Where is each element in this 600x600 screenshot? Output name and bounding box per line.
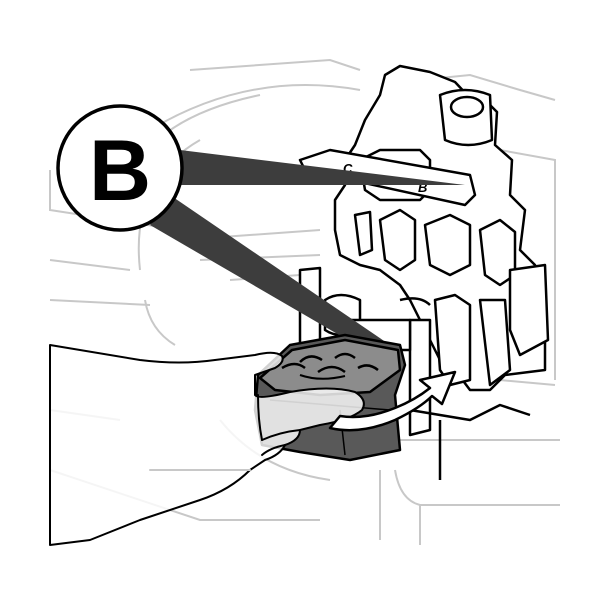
cartridge-holder [298,64,550,480]
holder-label-c: C [343,161,353,176]
printer-body-background [49,58,560,545]
callout-pointer [150,150,465,350]
hand-icon [49,344,365,546]
holder-label-b: B [418,180,427,195]
curved-insert-arrow-icon [328,370,457,432]
callout-letter: B [89,123,151,219]
circle-letter-callout-icon: B [56,104,184,232]
